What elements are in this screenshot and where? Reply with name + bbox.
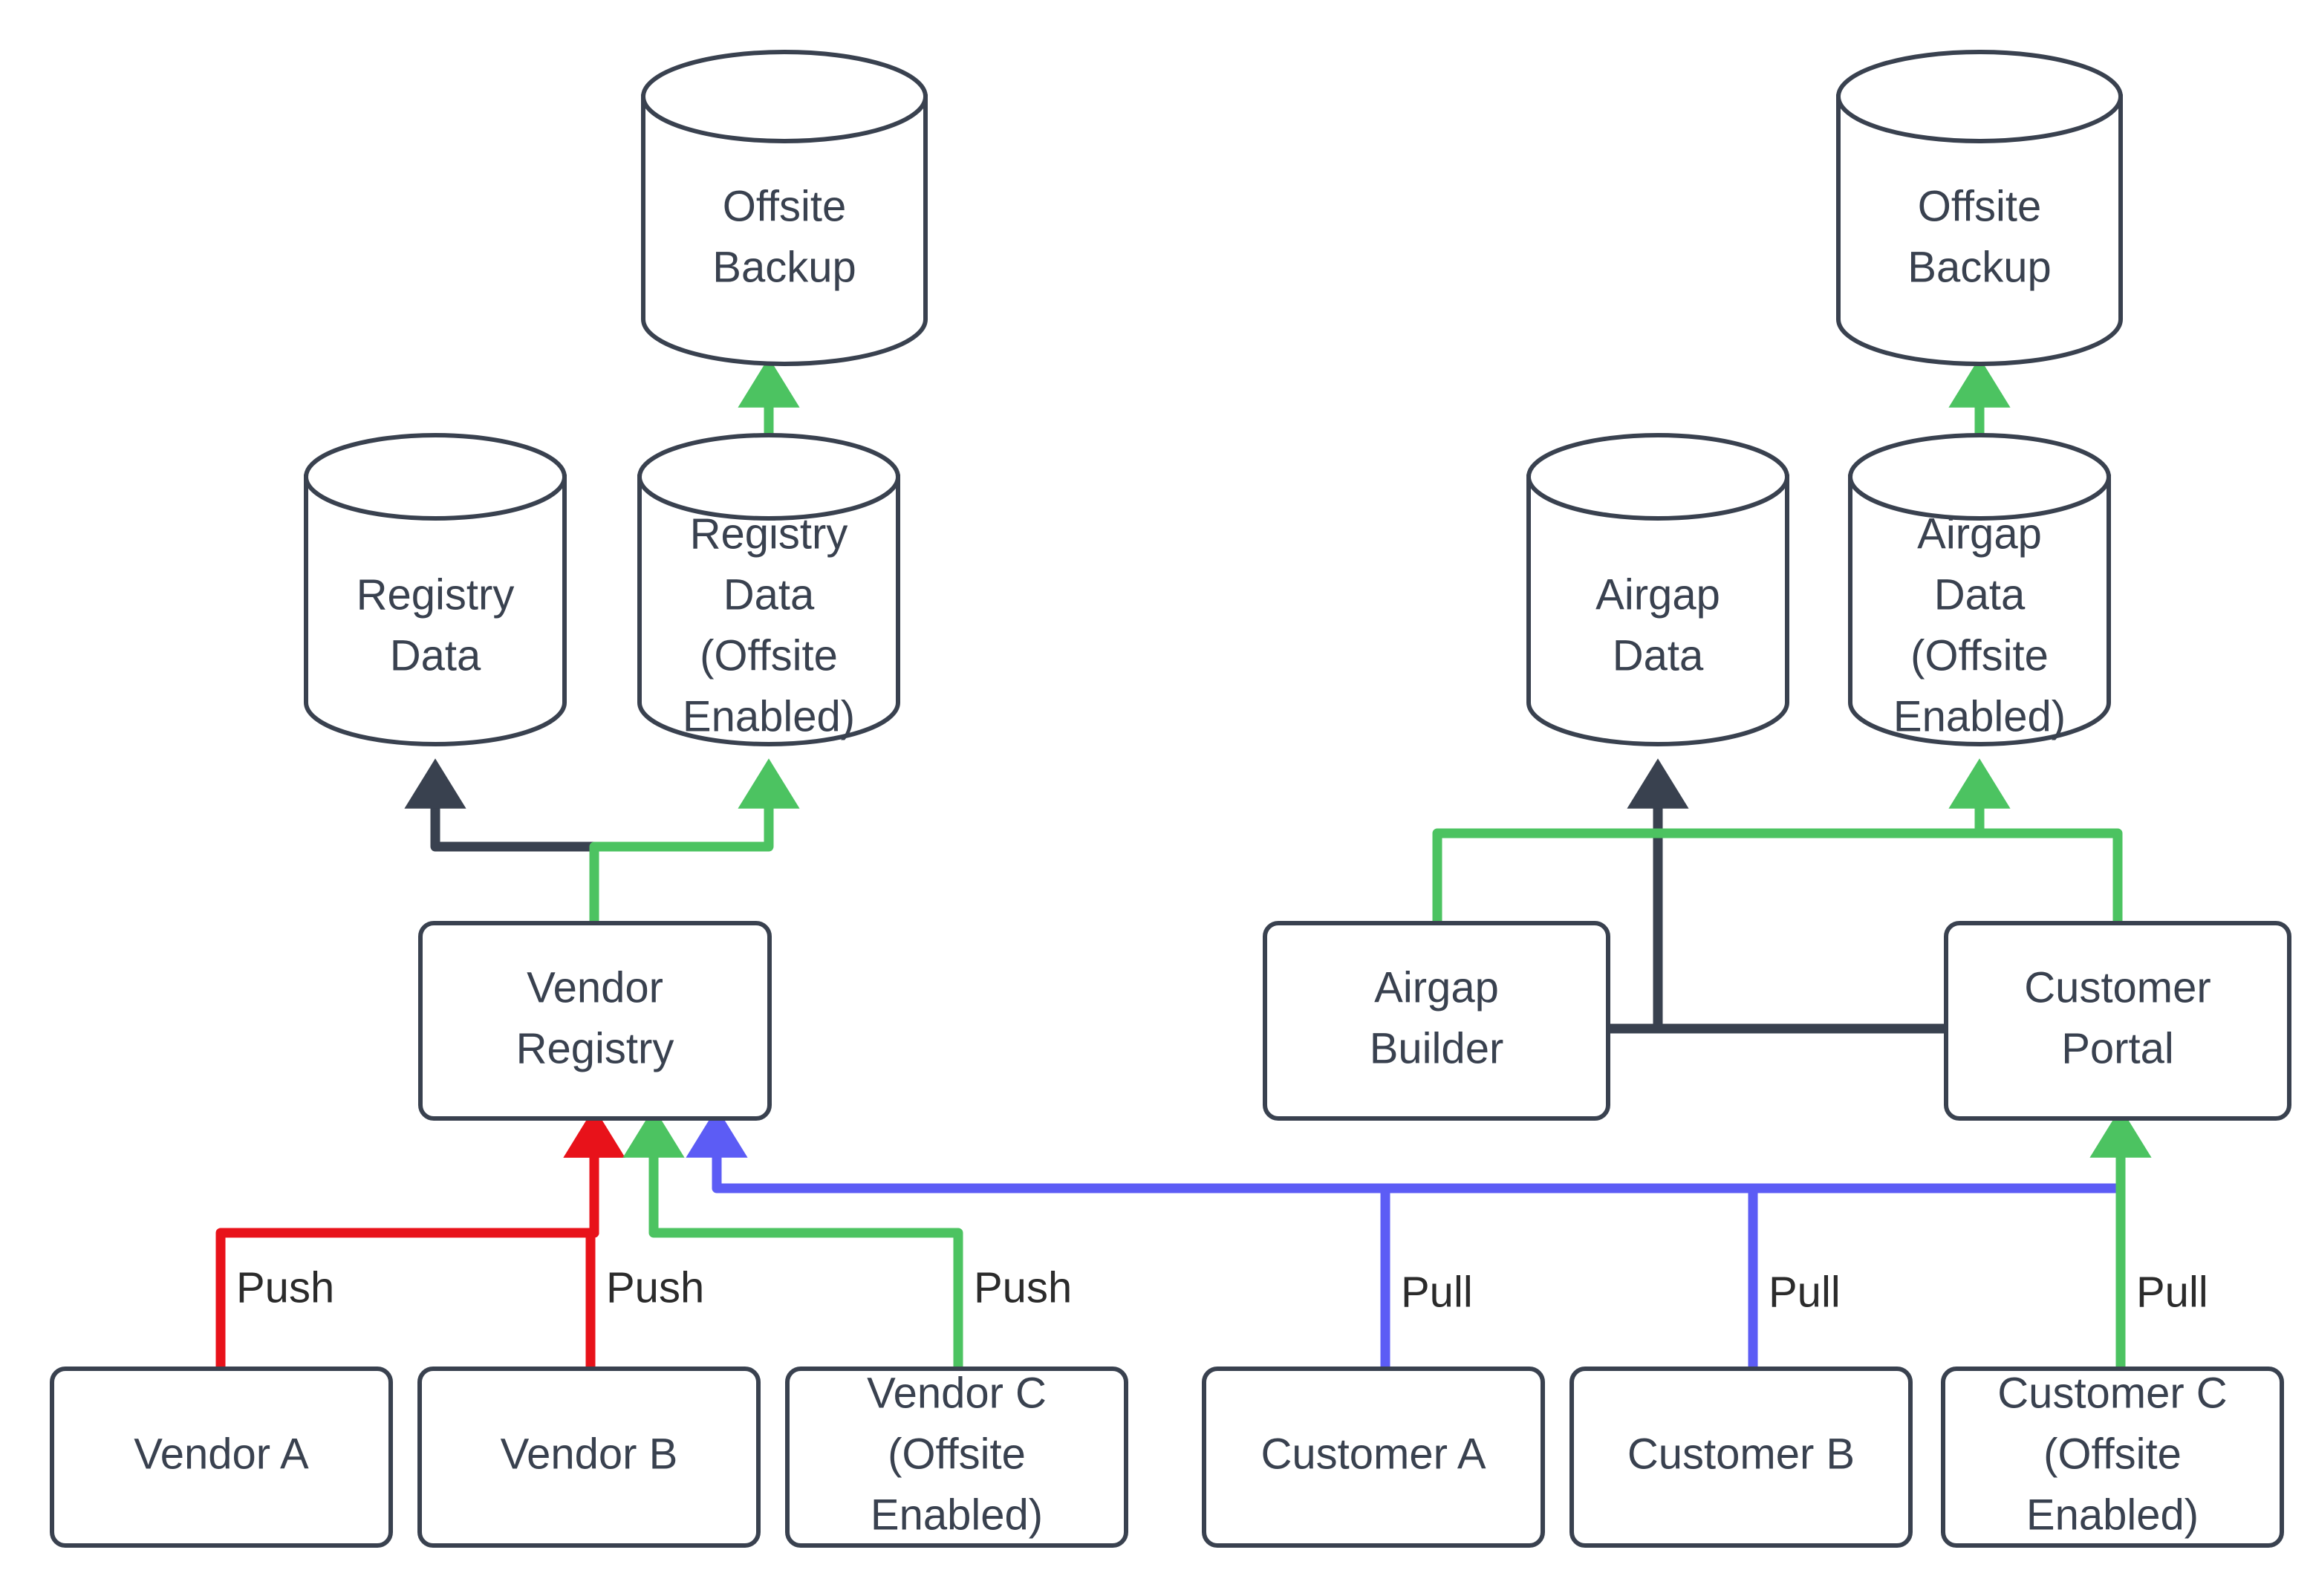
node-customer-portal[interactable]: Customer Portal: [1944, 921, 2291, 1121]
edge-vendora-to-vendorregistry: [215, 1107, 625, 1367]
edge-customers-to-vendorregistry: [686, 1107, 2121, 1193]
edge-label-customer-b-pull: Pull: [1769, 1268, 1841, 1316]
node-label: Enabled): [683, 692, 855, 740]
node-label: Portal: [2061, 1024, 2174, 1072]
edge-label-vendor-a-push: Push: [236, 1263, 334, 1312]
node-label: Enabled): [871, 1491, 1043, 1539]
edge-vendorb-to-vendorregistry: [563, 1107, 625, 1367]
edge-vendorregistry-to-registrydataoffsite: [589, 758, 800, 921]
node-airgap-data[interactable]: Airgap Data: [1526, 433, 1789, 746]
node-label: Offsite: [723, 182, 847, 230]
node-label: Vendor C: [867, 1369, 1047, 1417]
node-label: Data: [390, 631, 481, 680]
edge-label-vendor-c-push: Push: [974, 1263, 1072, 1312]
edge-label-vendor-b-push: Push: [606, 1263, 704, 1312]
node-label: (Offsite: [888, 1430, 1026, 1478]
node-label: Data: [723, 570, 815, 619]
node-label: Vendor: [527, 963, 663, 1012]
node-label: Backup: [1907, 243, 2051, 291]
node-label: Registry: [357, 570, 515, 619]
node-label: Data: [1934, 570, 2026, 619]
node-label: Backup: [712, 243, 856, 291]
edge-customerportal-to-airgapdata: [1627, 758, 1946, 1034]
node-label: (Offsite: [700, 631, 838, 680]
node-customer-c[interactable]: Customer C (Offsite Enabled): [1941, 1367, 2284, 1548]
node-label: Customer C: [1997, 1369, 2227, 1417]
node-left-offsite-backup[interactable]: Offsite Backup: [641, 50, 928, 366]
node-label: (Offsite: [2043, 1430, 2182, 1478]
node-label: Enabled): [1893, 692, 2066, 740]
node-right-offsite-backup[interactable]: Offsite Backup: [1836, 50, 2123, 366]
node-vendor-c[interactable]: Vendor C (Offsite Enabled): [785, 1367, 1128, 1548]
node-label: Airgap: [1374, 963, 1499, 1012]
node-customer-a[interactable]: Customer A: [1202, 1367, 1545, 1548]
node-label: Enabled): [2026, 1491, 2199, 1539]
node-vendor-registry[interactable]: Vendor Registry: [418, 921, 772, 1121]
node-label: Offsite: [1918, 182, 2042, 230]
node-label: Vendor B: [501, 1430, 678, 1478]
edge-vendorc-to-vendorregistry: [622, 1107, 963, 1367]
edge-airgapbuilder-to-airgapdataoffsite: [1432, 828, 2118, 921]
node-vendor-b[interactable]: Vendor B: [417, 1367, 761, 1548]
node-label: Airgap: [1595, 570, 1720, 619]
node-registry-data[interactable]: Registry Data: [304, 433, 567, 746]
node-label: (Offsite: [1910, 631, 2049, 680]
node-airgap-data-offsite[interactable]: Airgap Data (Offsite Enabled): [1848, 433, 2111, 746]
node-label: Customer: [2024, 963, 2210, 1012]
node-label: Vendor A: [134, 1430, 309, 1478]
node-label: Registry: [516, 1024, 674, 1072]
node-vendor-a[interactable]: Vendor A: [50, 1367, 393, 1548]
node-airgap-builder[interactable]: Airgap Builder: [1263, 921, 1610, 1121]
node-label: Airgap: [1917, 509, 2042, 558]
node-customer-b[interactable]: Customer B: [1569, 1367, 1913, 1548]
node-label: Builder: [1370, 1024, 1504, 1072]
node-label: Data: [1613, 631, 1704, 680]
edge-customerportal-to-airgapdataoffsite: [1948, 758, 2123, 921]
node-registry-data-offsite[interactable]: Registry Data (Offsite Enabled): [637, 433, 900, 746]
edge-label-customer-a-pull: Pull: [1401, 1268, 1473, 1316]
edge-vendorregistry-to-registrydata: [404, 758, 599, 921]
node-label: Customer A: [1261, 1430, 1486, 1478]
edge-label-customer-c-pull: Pull: [2136, 1268, 2208, 1316]
node-label: Customer B: [1627, 1430, 1855, 1478]
node-label: Registry: [690, 509, 848, 558]
